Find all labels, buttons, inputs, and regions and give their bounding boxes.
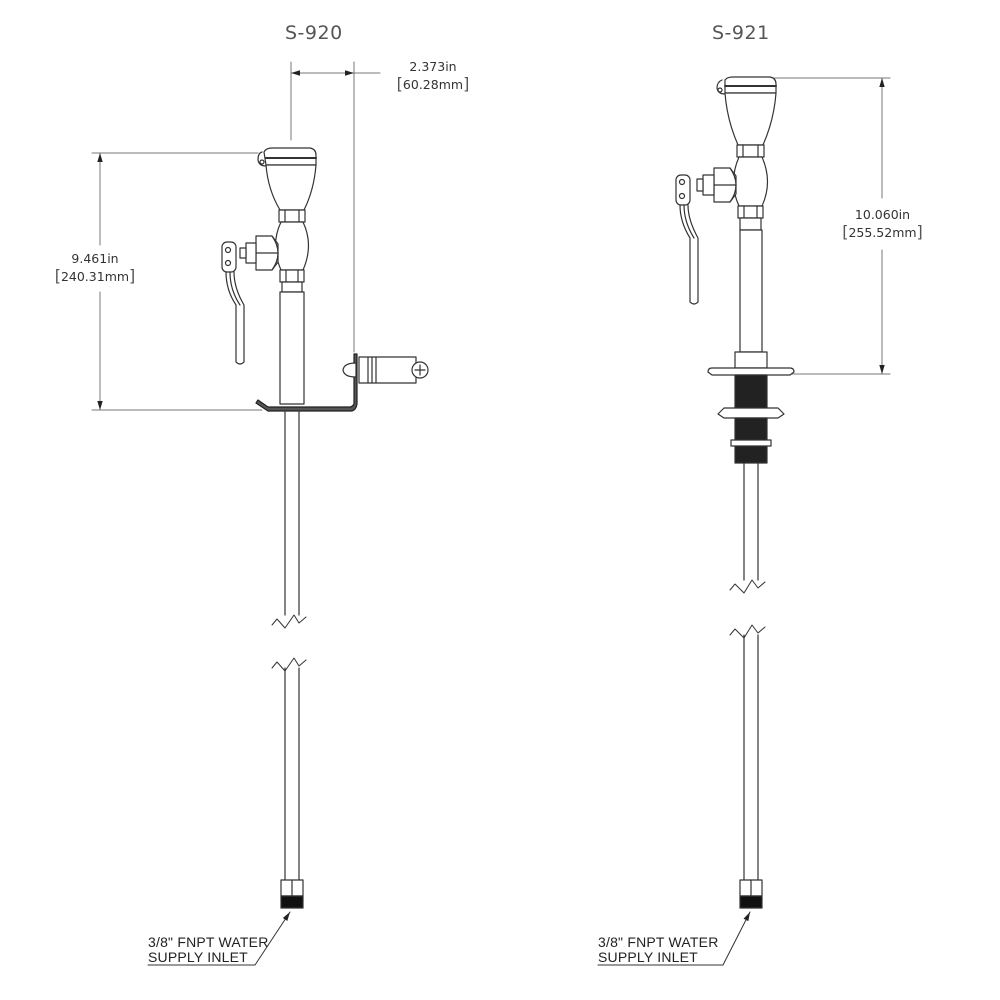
- s921-spray-head: [675, 76, 795, 376]
- s920-offset-mm: 60.28mm: [402, 77, 464, 92]
- s920-title: S-920: [285, 22, 343, 44]
- s920-supply-tube: [271, 410, 307, 909]
- s920-offset-label: 2.373in [60.28mm]: [388, 58, 478, 93]
- s921-title: S-921: [712, 22, 770, 44]
- s921-supply-tube: [729, 462, 766, 909]
- s921-height-label: 10.060in [255.52mm]: [815, 206, 950, 241]
- s920-height-mm: 240.31mm: [60, 269, 130, 284]
- s920-offset-dimension: [290, 61, 381, 353]
- s921-fixture: [597, 76, 891, 966]
- s921-height-dimension: [764, 77, 891, 375]
- s920-height-dimension: [91, 152, 263, 411]
- s920-height-label: 9.461in [240.31mm]: [30, 250, 160, 285]
- s920-fixture: [91, 61, 429, 966]
- s921-threaded-shank: [717, 374, 785, 464]
- s920-callout-leader: [147, 911, 291, 966]
- s921-inlet-callout: 3/8" FNPT WATER SUPPLY INLET: [598, 934, 719, 965]
- s920-spray-head: [221, 147, 317, 405]
- s921-callout-leader: [597, 911, 751, 966]
- s920-height-in: 9.461in: [71, 251, 119, 266]
- s920-offset-in: 2.373in: [409, 59, 457, 74]
- s921-height-mm: 255.52mm: [848, 225, 917, 240]
- s920-mounting-bracket: [255, 353, 429, 412]
- s920-inlet-callout: 3/8" FNPT WATER SUPPLY INLET: [148, 934, 269, 965]
- s921-height-in: 10.060in: [854, 207, 911, 222]
